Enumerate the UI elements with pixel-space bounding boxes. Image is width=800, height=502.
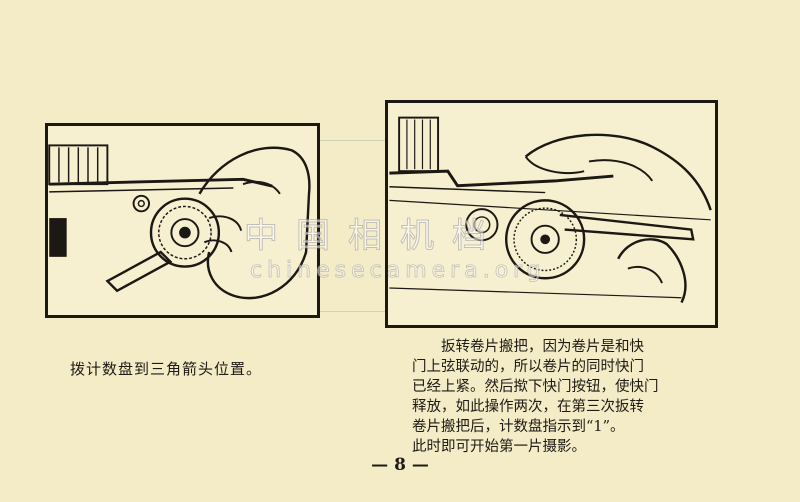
caption-right-line: 此时即可开始第一片摄影。: [412, 439, 586, 455]
caption-right-line: 门上弦联动的，所以卷片的同时快门: [412, 359, 644, 375]
camera-dial-drawing: [48, 144, 311, 300]
watermark-url: chinesecamera.org: [250, 258, 546, 284]
caption-right: 扳转卷片搬把，因为卷片是和快 门上弦联动的，所以卷片的同时快门 已经上紧。然后揿…: [412, 337, 712, 457]
caption-right-line: 释放，如此操作两次，在第三次扳转: [412, 399, 644, 415]
caption-right-line: 扳转卷片搬把，因为卷片是和快: [441, 339, 644, 355]
page-number: — 8 —: [371, 455, 429, 475]
watermark-chinese: 中国相机档: [244, 216, 504, 257]
camera-lever-drawing: [389, 116, 712, 304]
caption-right-line: 卷片搬把后，计数盘指示到“1”。: [412, 419, 625, 435]
caption-left: 拨计数盘到三角箭头位置。: [70, 360, 263, 378]
illustration-counter-dial: [45, 123, 320, 318]
caption-right-line: 已经上紧。然后揿下快门按钮，使快门: [412, 379, 659, 395]
illustration-film-lever: [385, 100, 718, 328]
